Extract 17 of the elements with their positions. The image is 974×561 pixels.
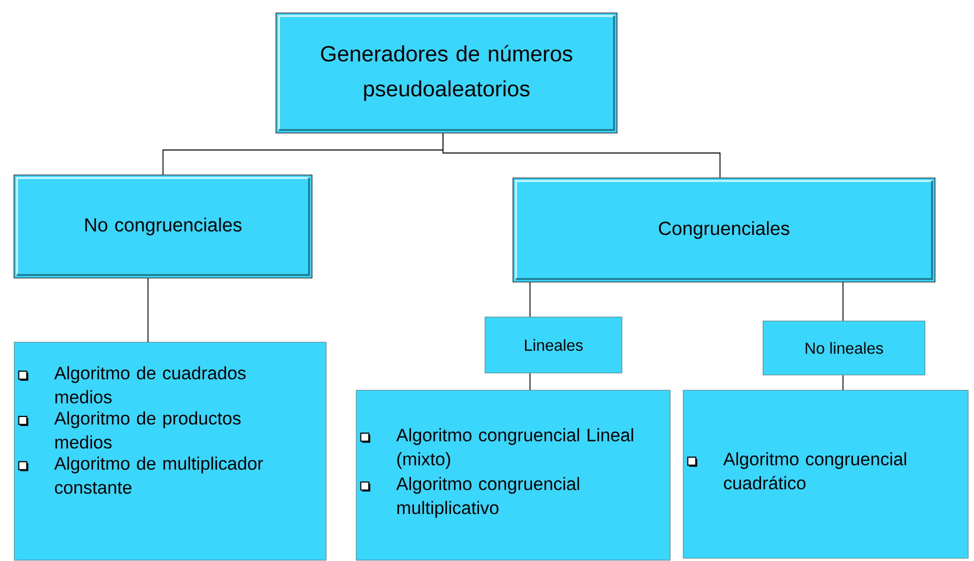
category-box: Generadores de números pseudoaleatorios [276,12,618,134]
list-item: Algoritmo congruencial cuadrático [723,452,906,490]
subcategory-box: Lineales [484,316,622,374]
list-item: Algoritmo de cuadrados medios [54,366,246,404]
category-box: No congruenciales [14,174,312,278]
list-item: Algoritmo de multiplicador constante [54,456,263,494]
list-box [683,390,968,558]
connector-line [842,282,844,322]
connector-line [442,132,720,178]
subcategory-box: No lineales [762,320,926,376]
list-box [14,342,326,560]
list-item: Algoritmo congruencial multiplicativo [396,476,580,518]
category-box: Congruenciales [512,178,936,282]
list-item: Algoritmo congruencial Lineal (mixto) [396,428,634,469]
list-box [356,390,670,560]
connector-line [842,374,844,390]
list-item: Algoritmo de productos medios [54,411,241,449]
